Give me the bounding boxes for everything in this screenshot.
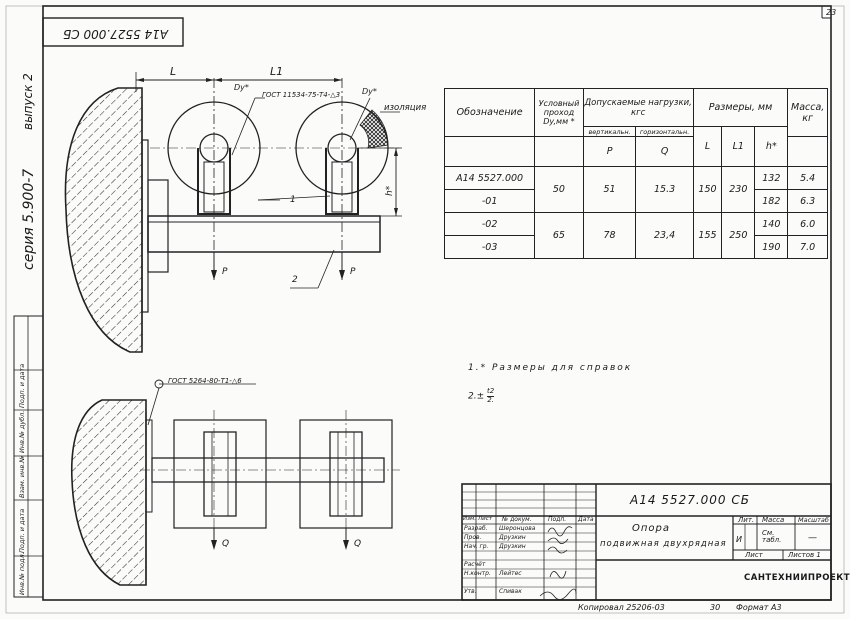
dim-L: L bbox=[170, 65, 177, 78]
stamp-box bbox=[42, 17, 184, 47]
signature-3 bbox=[547, 546, 568, 554]
th-mass: Масса, кг bbox=[787, 88, 828, 137]
tb-sheets-label: Листов 1 bbox=[788, 551, 821, 559]
signature-5 bbox=[539, 588, 577, 600]
tb-col-doc: № докум. bbox=[502, 516, 532, 523]
insulation-hatch bbox=[359, 109, 389, 149]
tb-role-0: Разраб. bbox=[464, 525, 488, 532]
load-p2: P bbox=[350, 267, 356, 277]
tb-scale-label: Масштаб bbox=[798, 516, 829, 524]
load-q1: Q bbox=[222, 539, 230, 549]
tb-code: А14 5527.000 СБ bbox=[630, 493, 750, 507]
tb-mass-value: См. табл. bbox=[762, 529, 782, 544]
dy-label-2: Dy* bbox=[362, 87, 377, 96]
th-L: L bbox=[692, 126, 723, 167]
strip-label-4: Инв.№ дубл. bbox=[18, 410, 26, 453]
note-2-sym: ± bbox=[476, 391, 485, 402]
inner-frame bbox=[42, 5, 832, 601]
tb-name-2: Друзкин bbox=[499, 543, 526, 550]
tb-lit-value: И bbox=[736, 535, 742, 544]
tb-role-2: Нач. гр. bbox=[464, 543, 489, 550]
strip-label-5: Подп. и дата bbox=[18, 363, 26, 408]
load-q2: Q bbox=[354, 539, 362, 549]
th-horizontal: горизонтальн. bbox=[635, 126, 694, 137]
tb-org: САНТЕХНИИПРОЕКТ bbox=[744, 573, 850, 583]
dy-label-1: Dy* bbox=[234, 83, 249, 92]
tb-sheet-label: Лист bbox=[745, 551, 763, 559]
tb-col-list: Лист bbox=[478, 516, 492, 522]
tb-col-sign: Подп. bbox=[548, 516, 567, 523]
binding-strip bbox=[13, 315, 44, 598]
tb-col-izm: Изм. bbox=[463, 516, 476, 522]
insulation-label: изоляция bbox=[384, 103, 427, 113]
tb-name-2: подвижная двухрядная bbox=[600, 539, 727, 549]
signature-2 bbox=[547, 537, 569, 544]
dim-h: h* bbox=[385, 185, 395, 196]
table-row: -02 65 78 23,4 155 250 140 6.0 bbox=[443, 212, 828, 259]
table-row: -03 190 7.0 bbox=[443, 235, 828, 259]
gost-weld-bottom: ГОСТ 5264-80-Т1-△6 bbox=[168, 377, 242, 385]
th-Q: Q bbox=[635, 136, 694, 167]
tb-role-1: Пров. bbox=[464, 534, 482, 541]
th-sizes: Размеры, мм bbox=[692, 88, 789, 127]
tb-name-1: Друзкин bbox=[499, 534, 526, 541]
footer-num: 30 bbox=[710, 603, 721, 612]
note-1: 1.* Размеры для справок bbox=[468, 363, 633, 373]
note-2-den: 2. bbox=[487, 395, 494, 404]
signature-1 bbox=[547, 526, 573, 537]
th-P: P bbox=[582, 136, 637, 167]
th-designation: Обозначение bbox=[443, 88, 536, 137]
dim-L1: L1 bbox=[270, 65, 284, 78]
pipe-plan-1 bbox=[173, 419, 267, 529]
wall-hatch-top bbox=[64, 87, 143, 353]
tb-name-0: Шеронцова bbox=[499, 525, 536, 532]
tb-role-5: Утв. bbox=[464, 588, 477, 595]
sheet-number: 23 bbox=[826, 8, 837, 17]
signature-4 bbox=[549, 570, 567, 579]
strip-label-2: Подп. и дата bbox=[18, 508, 26, 553]
spec-table: Обозначение Условный проход Dy,мм * Допу… bbox=[443, 88, 828, 259]
tb-name-1: Опора bbox=[632, 523, 671, 534]
table-row: -01 182 6.3 bbox=[443, 189, 828, 213]
tb-role-3: Расчёт bbox=[464, 561, 486, 568]
th-vertical: вертикальн. bbox=[582, 126, 637, 137]
wall-hatch-bottom bbox=[70, 399, 147, 586]
footer-format: Формат А3 bbox=[736, 603, 782, 612]
note-2: 2.± t2 2. bbox=[468, 387, 495, 404]
strip-label-1: Инв.№ подл. bbox=[18, 552, 26, 595]
vypusk-label: выпуск 2 bbox=[21, 73, 35, 130]
tb-name-5: Спивак bbox=[499, 588, 522, 595]
table-row: А14 5527.000 50 51 15.3 150 230 132 5.4 bbox=[443, 166, 828, 213]
note-2-num: t2 bbox=[487, 387, 495, 397]
strip-label-3: Взам. инв.№ bbox=[18, 455, 26, 498]
load-p1: P bbox=[222, 267, 228, 277]
note-2-prefix: 2. bbox=[468, 391, 477, 402]
beam bbox=[147, 215, 381, 253]
tb-name-4: Лейтес bbox=[499, 570, 522, 577]
tb-col-date: Дата bbox=[578, 516, 594, 523]
tb-mass-label: Масса bbox=[762, 516, 785, 524]
tb-scale-value: — bbox=[808, 533, 817, 543]
title-block-lines bbox=[461, 483, 832, 601]
footer-copied: Копировал 25206-03 bbox=[578, 603, 665, 612]
th-h: h* bbox=[754, 126, 789, 167]
leader-2: 2 bbox=[292, 275, 298, 285]
tb-lit-label: Лит. bbox=[738, 516, 755, 524]
leader-1: 1 bbox=[290, 195, 296, 205]
th-loads: Допускаемые нагрузки, кгс bbox=[582, 88, 694, 127]
th-L1: L1 bbox=[721, 126, 756, 167]
seriya-label: серия 5.900-7 bbox=[21, 168, 37, 270]
th-passage: Условный проход Dy,мм * bbox=[534, 88, 584, 137]
stamp-code: А14 5527.000 СБ bbox=[63, 27, 168, 41]
gost-weld-top: ГОСТ 11534-75-Т4-△3 bbox=[262, 91, 341, 99]
tb-role-4: Н.контр. bbox=[464, 570, 491, 577]
